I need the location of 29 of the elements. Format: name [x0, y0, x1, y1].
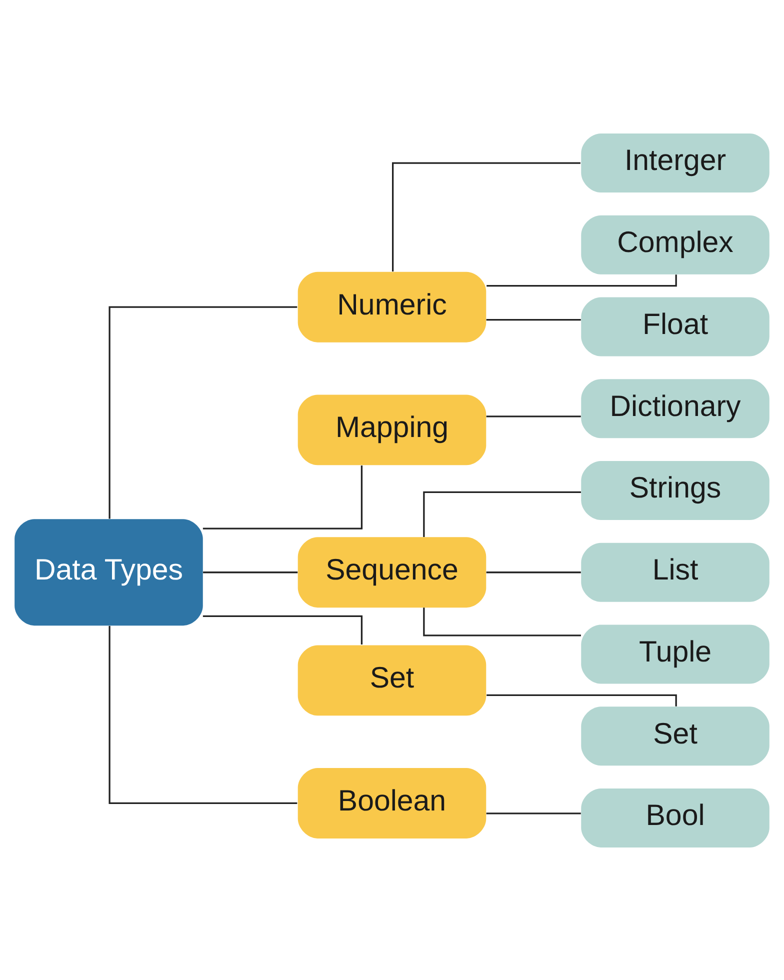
connector — [202, 614, 363, 644]
node-box: Float — [581, 296, 770, 356]
node-box: Set — [298, 644, 486, 716]
node-box: Interger — [581, 133, 770, 192]
connector — [108, 625, 298, 804]
connector — [486, 415, 581, 417]
node-box: Sequence — [298, 536, 486, 608]
connector — [108, 306, 298, 518]
connector — [423, 607, 581, 636]
connector — [486, 318, 581, 320]
node-box: Complex — [581, 214, 770, 274]
node-box: Mapping — [298, 394, 486, 465]
node-box: List — [581, 542, 770, 602]
node-box: Set — [581, 706, 770, 766]
connector — [392, 162, 580, 271]
node-box: Data Types — [14, 518, 203, 626]
connector — [202, 465, 363, 529]
node-box: Bool — [581, 788, 770, 847]
connector — [486, 694, 677, 706]
node-box: Tuple — [581, 624, 770, 684]
connector — [203, 571, 298, 573]
connector — [486, 571, 581, 573]
node-box: Strings — [581, 460, 770, 520]
node-box: Boolean — [298, 768, 486, 838]
node-box: Numeric — [298, 271, 486, 342]
connector — [486, 274, 677, 286]
connector — [486, 812, 581, 814]
node-box: Dictionary — [581, 378, 770, 438]
connector — [423, 490, 581, 536]
